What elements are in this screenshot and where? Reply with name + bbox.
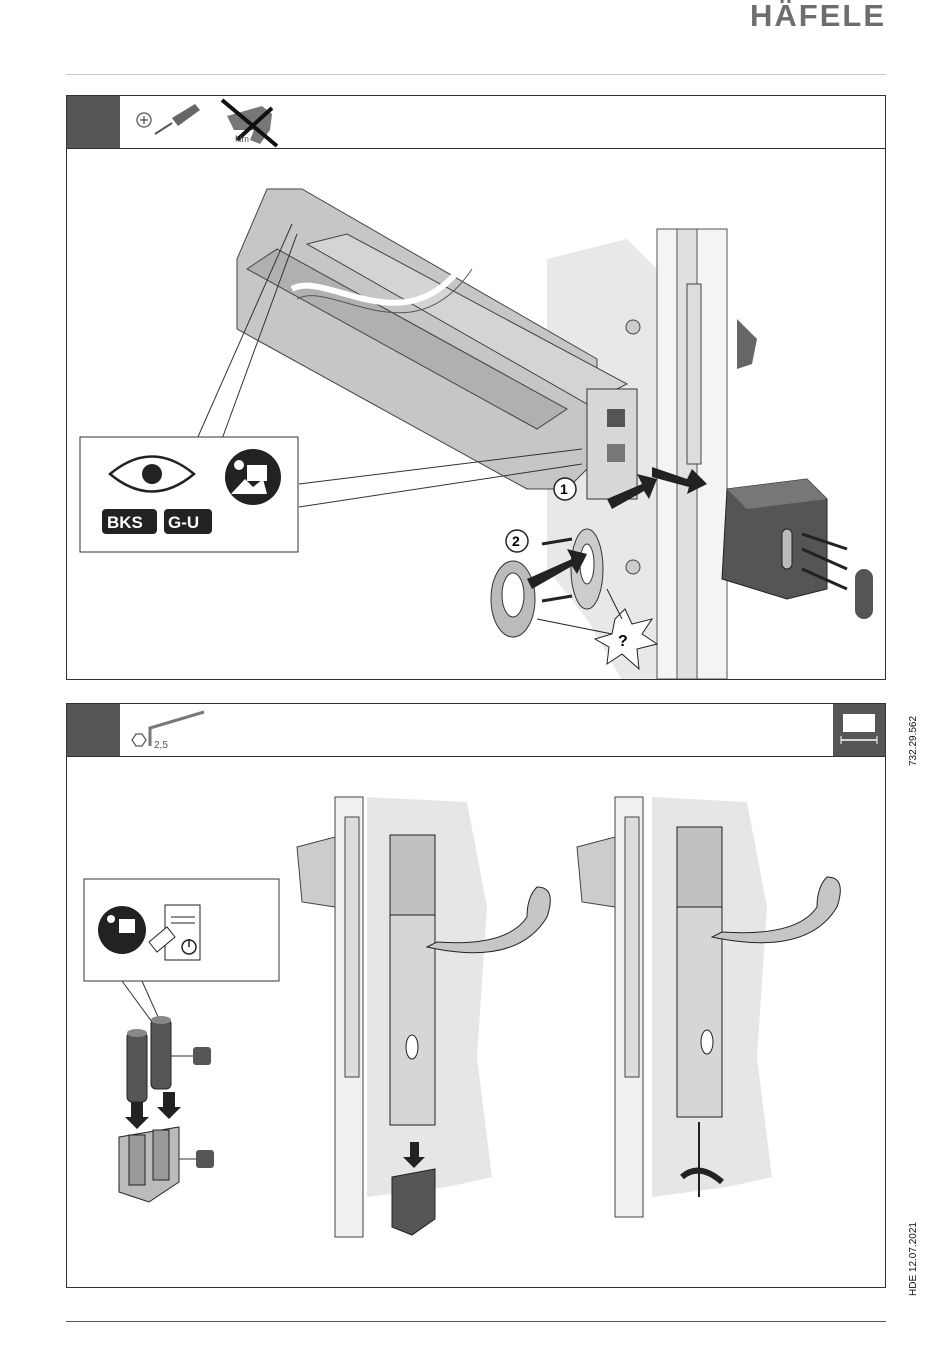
hex-size-label: 2,5	[154, 740, 168, 751]
door-view-insert-battery	[297, 797, 550, 1237]
step-1-illustration: 1 2 ? BKS	[67, 149, 885, 679]
bottom-divider	[66, 1321, 886, 1322]
battery-holder	[119, 1127, 179, 1202]
brand-logo: HÄFELE	[722, 0, 886, 32]
document-date-code: HDE 12.07.2021	[908, 1222, 919, 1296]
step-panel-1: Nm	[66, 95, 886, 680]
step-1-number-box	[67, 96, 120, 148]
drill-torque-label: Nm	[235, 134, 249, 144]
step-2-tools: 2,5	[122, 704, 282, 756]
width-indicator-icon	[833, 704, 885, 756]
read-manual-icon	[225, 449, 281, 505]
svg-text:?: ?	[618, 633, 628, 650]
escutcheon-ring	[491, 561, 535, 637]
step-1-tools: Nm	[122, 96, 322, 148]
step-2-illustration	[67, 757, 885, 1287]
step-2-number-box	[67, 704, 120, 756]
step-panel-2: 2,5	[66, 703, 886, 1288]
step-1-header: Nm	[67, 96, 885, 149]
door-view-tighten-screw	[577, 797, 840, 1217]
phillips-screwdriver-icon	[137, 104, 200, 134]
battery-info-callout	[84, 879, 279, 1022]
gu-label: G-U	[168, 513, 199, 532]
read-manual-icon	[98, 906, 146, 954]
step-marker-1: 1	[560, 481, 568, 497]
screw-cover-cap	[855, 569, 873, 619]
battery-pair	[125, 1016, 181, 1129]
top-divider	[66, 74, 886, 75]
step-2-header: 2,5	[67, 704, 885, 757]
marker-holder	[196, 1150, 214, 1168]
marker-battery	[193, 1047, 211, 1065]
electronic-module	[722, 479, 827, 599]
bks-label: BKS	[107, 513, 143, 532]
hex-key-icon: 2,5	[132, 712, 204, 751]
step-marker-2: 2	[512, 533, 520, 549]
article-number: 732.29.562	[908, 716, 919, 766]
no-power-drill-icon: Nm	[222, 100, 277, 146]
